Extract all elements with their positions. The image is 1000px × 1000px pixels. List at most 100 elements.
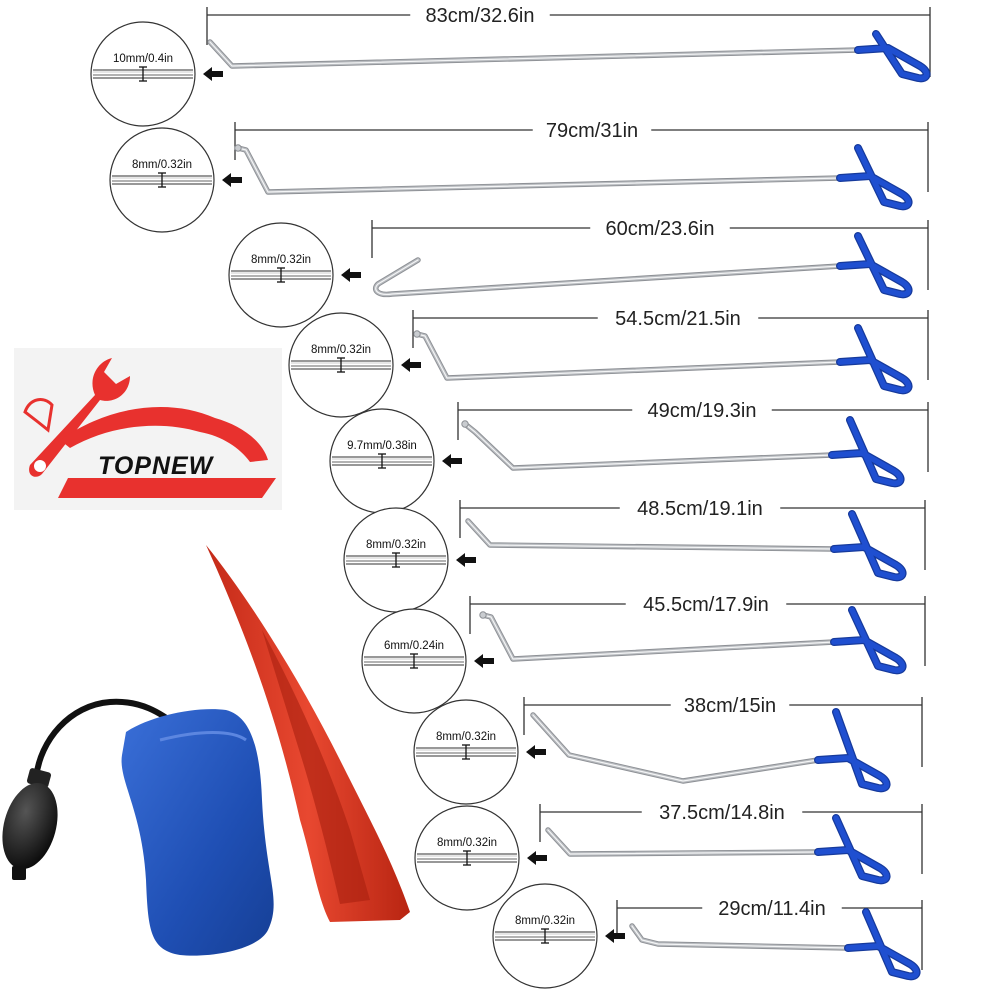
rod-shaft bbox=[373, 258, 842, 297]
car-silhouette-icon bbox=[60, 406, 268, 462]
rod-diameter-label: 6mm/0.24in bbox=[384, 640, 444, 652]
rod-diameter-label: 8mm/0.32in bbox=[311, 344, 371, 356]
diameter-callout: 8mm/0.32in bbox=[288, 312, 421, 418]
brand-name: TOPNEW bbox=[98, 452, 215, 480]
rod-item: 37.5cm/14.8in 8mm/0.32in bbox=[414, 802, 923, 911]
rod-shaft-shadow bbox=[530, 712, 821, 784]
rod-diameter-label: 10mm/0.4in bbox=[113, 53, 173, 65]
diameter-callout: 8mm/0.32in bbox=[343, 507, 476, 613]
rod-shaft bbox=[463, 422, 834, 470]
arrow-left-icon bbox=[527, 851, 547, 865]
wrench-hole-icon bbox=[34, 460, 46, 472]
pump-bulb-icon bbox=[2, 782, 58, 870]
arrow-left-icon bbox=[203, 67, 223, 81]
arrow-left-icon bbox=[401, 358, 421, 372]
pump-hose bbox=[33, 698, 183, 781]
rod-highlight bbox=[631, 925, 849, 949]
diameter-callout: 9.7mm/0.38in bbox=[329, 408, 462, 514]
arrow-left-icon bbox=[442, 454, 462, 468]
rod-diameter-label: 8mm/0.32in bbox=[515, 915, 575, 927]
rod-item: 49cm/19.3in 9.7mm/0.38in bbox=[329, 400, 929, 514]
rod-length-label: 49cm/19.3in bbox=[648, 400, 757, 422]
arrow-left-icon bbox=[456, 553, 476, 567]
rod-tip-ball bbox=[479, 611, 487, 619]
diameter-callout: 10mm/0.4in bbox=[90, 21, 223, 127]
rod-length-label: 60cm/23.6in bbox=[606, 218, 715, 240]
car-front-icon bbox=[23, 398, 54, 433]
rod-length-label: 54.5cm/21.5in bbox=[615, 308, 741, 330]
rod-length-label: 45.5cm/17.9in bbox=[643, 594, 769, 616]
rod-length-label: 38cm/15in bbox=[684, 695, 776, 717]
rod-length-label: 29cm/11.4in bbox=[718, 898, 825, 920]
rod-shaft bbox=[481, 613, 836, 661]
diameter-callout: 8mm/0.32in bbox=[413, 699, 546, 805]
rod-item: 38cm/15in 8mm/0.32in bbox=[413, 695, 923, 805]
wedge-groove bbox=[262, 630, 370, 904]
diameter-callout: 8mm/0.32in bbox=[414, 805, 547, 911]
rod-highlight bbox=[532, 714, 819, 782]
rod-item: 54.5cm/21.5in 8mm/0.32in bbox=[288, 308, 929, 418]
rod-highlight bbox=[464, 423, 833, 469]
rod-highlight bbox=[547, 829, 819, 855]
rod-tip-ball bbox=[234, 144, 242, 152]
arrow-left-icon bbox=[341, 268, 361, 282]
rod-shaft bbox=[208, 40, 860, 68]
rod-shaft bbox=[531, 713, 820, 783]
rod-length-label: 83cm/32.6in bbox=[426, 5, 535, 27]
diameter-callout: 8mm/0.32in bbox=[228, 222, 361, 328]
rod-tip-ball bbox=[461, 420, 469, 428]
rod-diameter-label: 8mm/0.32in bbox=[132, 159, 192, 171]
rod-item: 83cm/32.6in 10mm/0.4in bbox=[90, 5, 931, 127]
rod-diameter-label: 9.7mm/0.38in bbox=[347, 440, 417, 452]
rod-highlight bbox=[237, 147, 841, 193]
wrench-icon bbox=[29, 358, 130, 477]
rod-handle bbox=[815, 815, 890, 884]
arrow-left-icon bbox=[526, 745, 546, 759]
rod-item: 79cm/31in 8mm/0.32in bbox=[109, 120, 929, 233]
rod-handle bbox=[831, 607, 906, 674]
rod-diameter-label: 8mm/0.32in bbox=[251, 254, 311, 266]
bag-seam bbox=[159, 731, 247, 742]
diameter-callout: 8mm/0.32in bbox=[109, 127, 242, 233]
rod-handle bbox=[815, 709, 890, 792]
air-pump-wedge bbox=[2, 698, 274, 956]
pump-tip bbox=[12, 866, 26, 880]
plastic-wedge bbox=[206, 545, 410, 922]
logo-underline bbox=[58, 478, 276, 498]
rod-highlight bbox=[209, 41, 859, 67]
rod-handle bbox=[837, 145, 912, 210]
rod-tip-ball bbox=[413, 330, 421, 338]
diameter-callout: 6mm/0.24in bbox=[361, 608, 494, 714]
rod-highlight bbox=[482, 614, 835, 660]
rod-handle bbox=[845, 909, 920, 980]
arrow-left-icon bbox=[474, 654, 494, 668]
rod-highlight bbox=[375, 259, 841, 295]
air-bag-icon bbox=[121, 709, 274, 956]
brand-logo: TOPNEW bbox=[14, 348, 282, 510]
rod-length-label: 79cm/31in bbox=[546, 120, 638, 142]
rod-item: 48.5cm/19.1in 8mm/0.32in bbox=[343, 498, 926, 613]
rod-item: 60cm/23.6in 8mm/0.32in bbox=[228, 218, 929, 328]
rod-handle bbox=[831, 511, 906, 581]
rod-highlight bbox=[467, 520, 835, 550]
rod-handle bbox=[829, 417, 904, 487]
rod-handle bbox=[837, 325, 912, 394]
rod-highlight bbox=[416, 333, 841, 379]
arrow-left-icon bbox=[222, 173, 242, 187]
rod-diameter-label: 8mm/0.32in bbox=[437, 837, 497, 849]
pump-valve bbox=[26, 768, 52, 788]
arrow-left-icon bbox=[605, 929, 625, 943]
rod-shaft-shadow bbox=[545, 827, 821, 857]
diameter-callout: 8mm/0.32in bbox=[492, 883, 625, 989]
rods-layer: 83cm/32.6in 10mm/0.4in 79cm/31in 8mm/0.32in… bbox=[90, 5, 931, 989]
rod-diameter-label: 8mm/0.32in bbox=[366, 539, 426, 551]
rod-diameter-label: 8mm/0.32in bbox=[436, 731, 496, 743]
rod-handle bbox=[837, 233, 912, 298]
rod-handle bbox=[855, 31, 930, 82]
rod-length-label: 48.5cm/19.1in bbox=[637, 498, 763, 520]
rod-shaft bbox=[415, 332, 842, 380]
rod-item: 29cm/11.4in 8mm/0.32in bbox=[492, 883, 923, 989]
rod-length-label: 37.5cm/14.8in bbox=[659, 802, 785, 824]
rod-item: 45.5cm/17.9in 6mm/0.24in bbox=[361, 594, 926, 714]
